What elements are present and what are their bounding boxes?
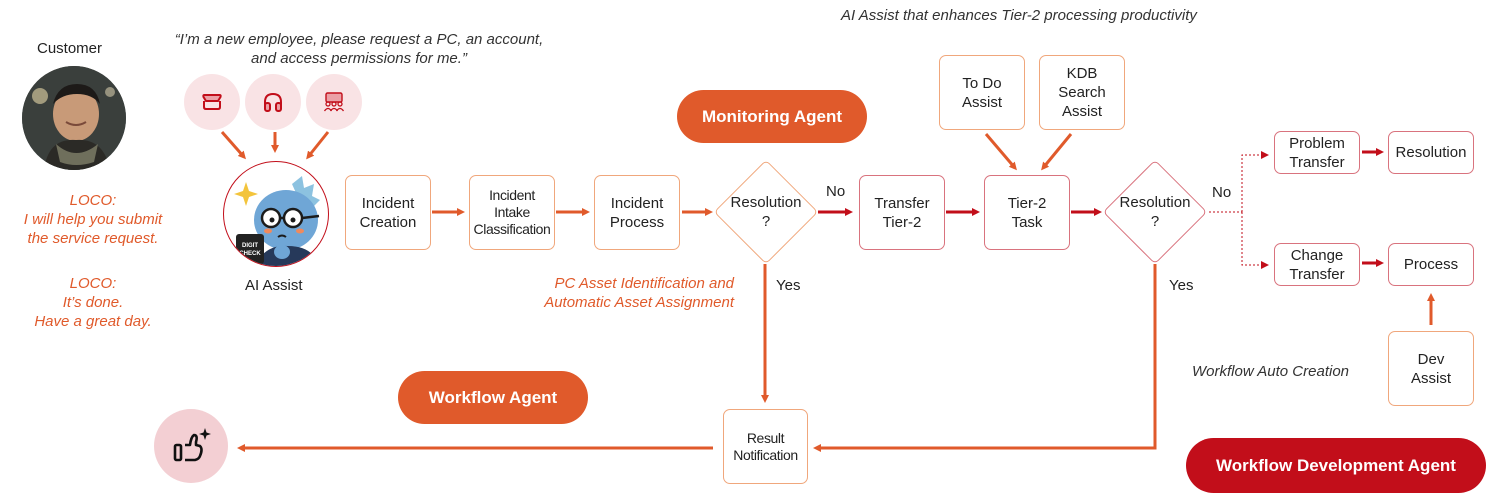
customer-request-quote: “I’m a new employee, please request a PC… — [174, 31, 544, 67]
completion-badge — [154, 409, 228, 483]
tier2-task-node[interactable]: Tier-2 Task — [984, 175, 1070, 250]
channel-phone[interactable] — [245, 74, 301, 130]
loco-message-done: LOCO: It’s done. Have a great day. — [34, 275, 152, 330]
result-notification-node[interactable]: Result Notification — [723, 409, 808, 484]
workflow-development-agent-badge[interactable]: Workflow Development Agent — [1186, 438, 1486, 493]
resolution-node[interactable]: Resolution — [1388, 131, 1474, 174]
resolution-decision-1[interactable]: Resolution ? — [713, 159, 819, 265]
incident-creation-node[interactable]: Incident Creation — [345, 175, 431, 250]
decision-1-yes-label: Yes — [776, 277, 801, 294]
resolution-decision-2[interactable]: Resolution ? — [1102, 159, 1208, 265]
dotted-to-problem — [1241, 151, 1269, 212]
todo-assist-node[interactable]: To Do Assist — [939, 55, 1025, 130]
arrow-todo-tier2 — [984, 133, 1017, 171]
decision-label: Resolution ? — [730, 194, 802, 230]
ai-assist-avatar[interactable]: DIGIT CHECK — [223, 161, 329, 267]
decision-1-no-label: No — [826, 183, 846, 200]
dotted-to-change — [1241, 212, 1269, 269]
kdb-search-assist-node[interactable]: KDB Search Assist — [1039, 55, 1125, 130]
workflow-agent-badge[interactable]: Workflow Agent — [398, 371, 588, 424]
meeting-icon — [323, 92, 345, 112]
customer-photo-icon — [22, 66, 126, 170]
mail-icon — [202, 94, 222, 110]
workflow-auto-creation-note: Workflow Auto Creation — [1192, 363, 1350, 380]
transfer-tier2-node[interactable]: Transfer Tier-2 — [859, 175, 945, 250]
decision-2-no-label: No — [1212, 184, 1232, 201]
decision-label: Resolution ? — [1119, 194, 1191, 230]
tier2-caption: AI Assist that enhances Tier-2 processin… — [841, 7, 1197, 24]
dev-assist-node[interactable]: Dev Assist — [1388, 331, 1474, 406]
customer-label: Customer — [37, 40, 103, 57]
decision-2-yes-label: Yes — [1169, 277, 1194, 294]
problem-transfer-node[interactable]: Problem Transfer — [1274, 131, 1360, 174]
arrow-kdb-tier2 — [1041, 133, 1073, 171]
mascot-icon: DIGIT CHECK — [234, 176, 320, 266]
incident-intake-node[interactable]: Incident Intake Classification — [469, 175, 555, 250]
headset-icon — [264, 92, 282, 112]
arrow-channel-3 — [306, 131, 330, 160]
change-transfer-node[interactable]: Change Transfer — [1274, 243, 1360, 286]
channel-mail[interactable] — [184, 74, 240, 130]
channel-meeting[interactable] — [306, 74, 362, 130]
loco-message-help: LOCO: I will help you submit the service… — [23, 192, 163, 247]
arrow-channel-1 — [220, 131, 246, 160]
customer-avatar — [22, 66, 126, 170]
monitoring-agent-badge[interactable]: Monitoring Agent — [677, 90, 867, 143]
process-node[interactable]: Process — [1388, 243, 1474, 286]
arrow-decision2-yes — [813, 264, 1157, 452]
thumbs-up-icon — [173, 428, 211, 462]
ai-assist-label: AI Assist — [245, 277, 303, 294]
incident-process-node[interactable]: Incident Process — [594, 175, 680, 250]
asset-note: PC Asset Identification and Automatic As… — [544, 275, 734, 311]
svg-text:DIGIT: DIGIT — [242, 243, 258, 249]
svg-text:CHECK: CHECK — [239, 251, 261, 257]
